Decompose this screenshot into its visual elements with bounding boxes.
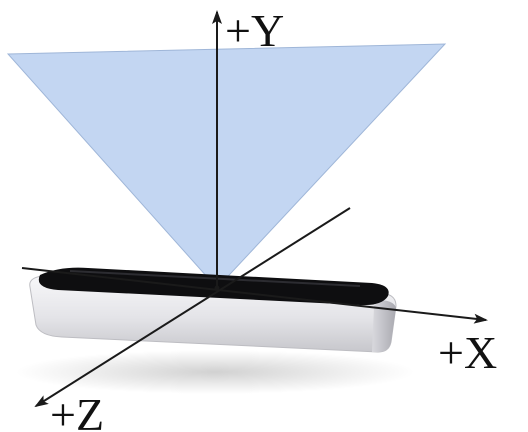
x-axis-label: +X — [438, 327, 497, 378]
device-top-glass — [38, 267, 389, 306]
device-top-highlight — [69, 270, 361, 287]
device-end-cap — [372, 300, 396, 352]
z-axis-label: +Z — [50, 389, 104, 432]
y-axis-label: +Y — [225, 5, 284, 56]
z-axis — [34, 207, 351, 408]
field-of-view-cone — [6, 43, 447, 289]
origin-point — [214, 285, 220, 291]
motion-sensor-device-icon — [29, 267, 397, 353]
x-axis — [21, 267, 488, 324]
device-shadow — [15, 350, 415, 394]
